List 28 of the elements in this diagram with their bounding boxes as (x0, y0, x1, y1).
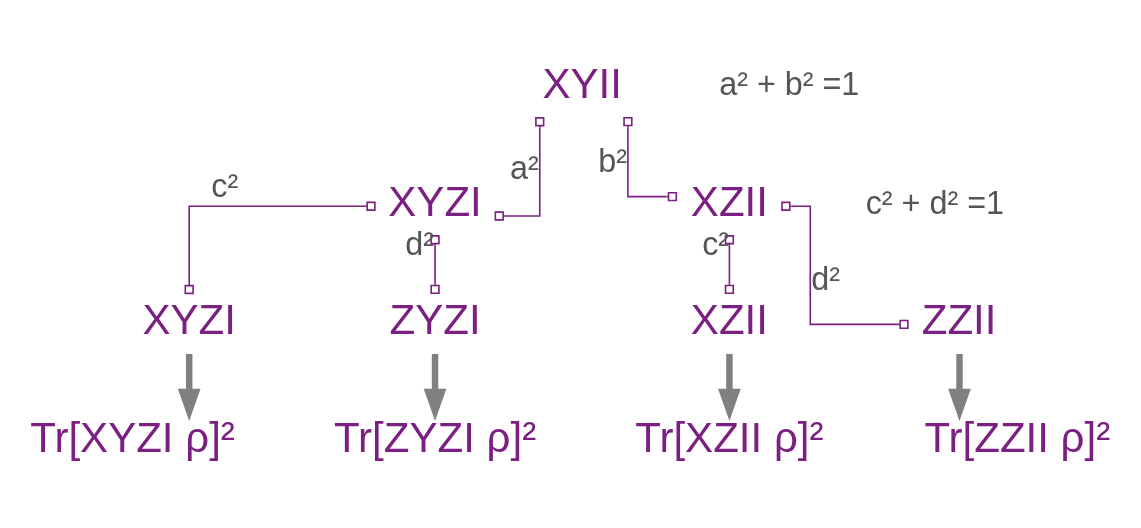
node-text: Tr[XZII ρ]² (635, 413, 824, 461)
edge-label: d² (405, 225, 435, 262)
node-text: Tr[ZZII ρ]² (924, 413, 1111, 461)
node-text: XZII (690, 295, 768, 343)
label: a² + b² =1 (719, 65, 860, 102)
node-text: XYII (542, 59, 622, 107)
node-text: Tr[ZYZI ρ]² (333, 413, 537, 461)
node-text: XYZI (388, 177, 482, 225)
node-text: ZYZI (389, 295, 481, 343)
label: c² + d² =1 (865, 184, 1004, 221)
edge-label: a² (510, 149, 539, 186)
edge-label: c² (702, 225, 730, 262)
arrow (948, 353, 971, 421)
node-text: Tr[XYZI ρ]² (30, 413, 235, 461)
connector (430, 234, 440, 294)
connector (184, 201, 376, 294)
arrow (718, 353, 741, 421)
arrow (177, 353, 201, 421)
node-text: ZZII (921, 295, 997, 343)
edge-label: d² (811, 260, 841, 297)
node-text: XYZI (142, 295, 236, 343)
connector (623, 116, 678, 201)
edge-label: b² (598, 142, 627, 179)
node-text: XZII (690, 177, 768, 225)
connector (494, 116, 545, 221)
edge-label: c² (211, 167, 239, 204)
connector (781, 201, 909, 329)
arrow (423, 353, 447, 421)
